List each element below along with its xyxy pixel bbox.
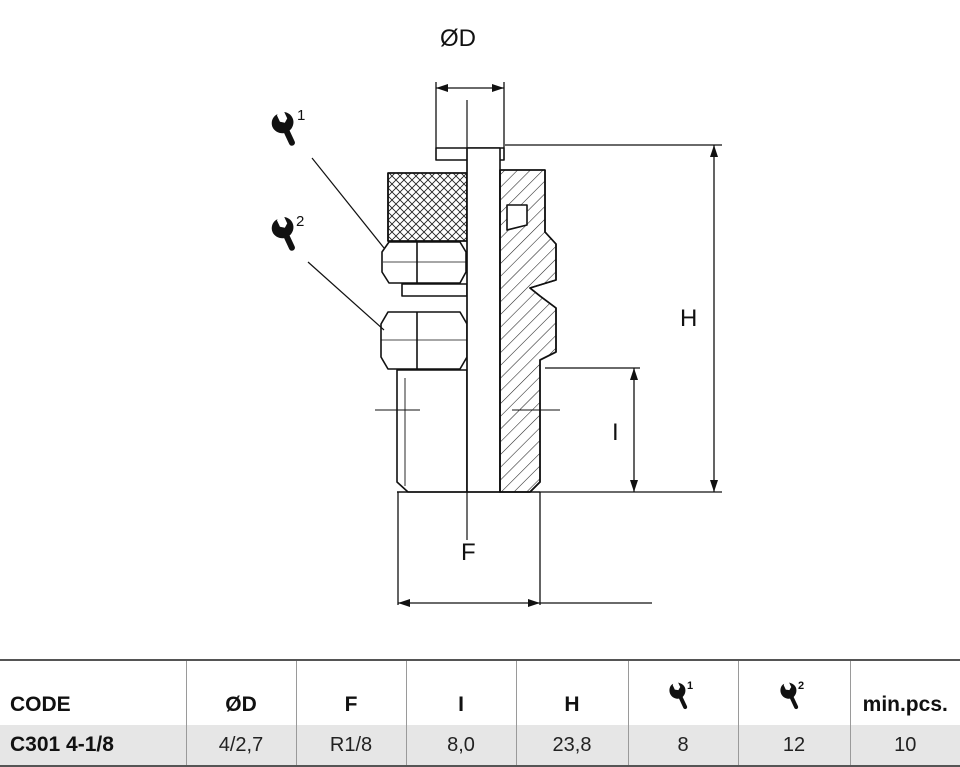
header-wrench-2-index: 2 (798, 680, 804, 692)
dimension-thread (397, 492, 652, 607)
cell-min-pcs: 10 (894, 733, 917, 756)
leader-wrench-1 (311, 157, 385, 249)
wrench-icon (271, 112, 295, 146)
leader-wrench-2 (307, 261, 385, 331)
wrench-2-index: 2 (296, 213, 304, 230)
wrench-icon: 2 (779, 679, 809, 711)
header-thread-length: I (406, 660, 517, 725)
header-wrench-2: 2 (738, 660, 851, 725)
table-row: C301 4-1/8 4/2,7 R1/8 8,0 23,8 8 12 10 (0, 725, 960, 766)
cell-thread: R1/8 (296, 725, 407, 766)
cell-code: C301 4-1/8 (0, 725, 187, 766)
header-thread: F (296, 660, 407, 725)
inner-tube-section (466, 147, 501, 493)
header-wrench-1-index: 1 (687, 680, 693, 692)
dimension-thread-length (545, 367, 640, 492)
dimension-diameter (435, 82, 505, 148)
wrench-icon (271, 217, 295, 251)
cell-height: 23,8 (516, 725, 629, 766)
threaded-body (375, 369, 468, 493)
fitting-technical-drawing: 1 2 ØD H I F (271, 25, 722, 607)
label-thread: F (461, 539, 476, 566)
collar (401, 283, 468, 297)
table-header-row: CODE ØD F I H 1 (0, 660, 960, 725)
hex-nut-1 (381, 241, 467, 284)
cell-thread-length: 8,0 (406, 725, 517, 766)
dimension-height (505, 144, 722, 493)
knurled-ring (387, 172, 468, 242)
wrench-icon: 1 (668, 679, 698, 711)
cell-diameter: 4/2,7 (186, 725, 297, 766)
header-wrench-1: 1 (628, 660, 739, 725)
hex-nut-2 (380, 311, 468, 370)
header-height: H (516, 660, 629, 725)
header-diameter: ØD (186, 660, 297, 725)
header-min-pcs: min.pcs. (862, 693, 948, 716)
label-thread-length: I (612, 419, 619, 446)
cell-wrench-2: 12 (738, 725, 851, 766)
header-code: CODE (0, 660, 187, 725)
label-diameter: ØD (440, 25, 476, 52)
label-height: H (680, 305, 697, 332)
cell-wrench-1: 8 (628, 725, 739, 766)
specification-table: CODE ØD F I H 1 (0, 659, 960, 767)
wrench-1-index: 1 (297, 107, 305, 124)
